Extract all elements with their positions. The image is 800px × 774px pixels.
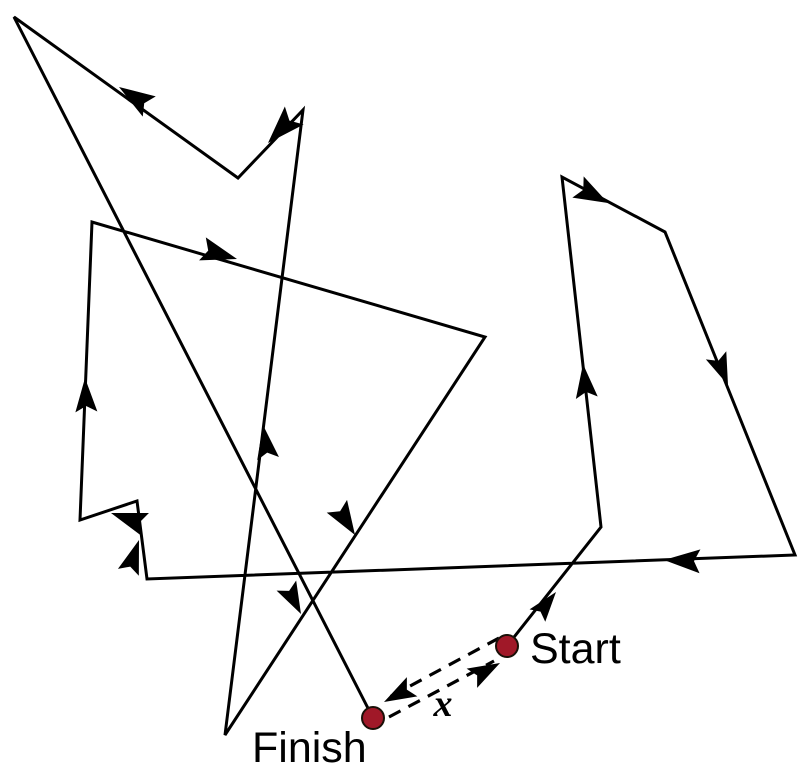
walk-path-group: [12, 15, 798, 736]
arrow-right-descend-icon: [705, 351, 728, 385]
finish-point-marker[interactable]: [361, 706, 385, 730]
arrow-bend-to-apex-icon: [575, 364, 598, 400]
arrow-long-descend-icon: [326, 499, 355, 535]
displacement-vector-group: [384, 636, 500, 719]
arrow-upper-diagonal-icon: [199, 237, 237, 261]
start-label: Start: [530, 625, 621, 673]
displacement-arrow-to-finish-icon: [384, 677, 418, 702]
arrow-apex-to-right-icon: [572, 176, 608, 203]
walk-path-polyline: [12, 15, 798, 736]
finish-label: Finish: [252, 724, 367, 772]
arrowheads-group: [75, 87, 728, 622]
arrow-apex-to-v-icon: [268, 106, 304, 143]
displacement-label: x: [433, 683, 453, 725]
arrow-topleft-finish-icon: [276, 580, 301, 614]
displacement-arrow-to-start-icon: [466, 663, 500, 688]
arrow-rise-to-apex-icon: [257, 425, 279, 461]
arrow-left-vertical-icon: [75, 378, 98, 413]
start-point-marker[interactable]: [495, 634, 519, 658]
arrow-zig-up-left-icon: [111, 512, 149, 536]
arrow-right-to-left-icon: [664, 549, 701, 574]
arrow-zig-down-right-icon: [117, 540, 139, 576]
arrow-v-to-topleft-icon: [119, 87, 156, 117]
arrow-start-to-bend-icon: [529, 592, 556, 622]
